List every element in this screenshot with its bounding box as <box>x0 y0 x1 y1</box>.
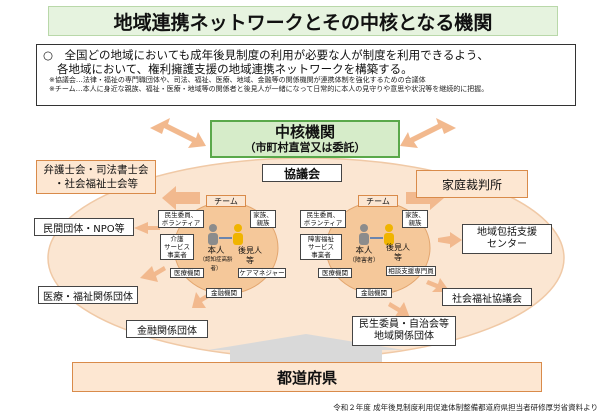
prefecture-up-arrow <box>208 334 404 362</box>
team-left-person-1: 本人 <box>207 246 225 256</box>
team-left-family-1: 家族、 <box>253 211 273 219</box>
team-left-family: 家族、 親族 <box>250 210 276 228</box>
team-left-welfare: 民生委員、 ボランティア <box>158 210 204 228</box>
team-left-label: チーム <box>206 195 246 207</box>
core-subtitle: （市町村直営又は委託） <box>244 141 366 154</box>
team-right-person-1: 本人 <box>355 246 373 256</box>
team-right-welfare: 民生委員、 ボランティア <box>300 210 346 228</box>
family-court: 家庭裁判所 <box>416 170 528 198</box>
person-right-body <box>359 233 369 245</box>
person-left-head <box>209 224 217 232</box>
team-left-person-2: （認知症高齢者） <box>199 257 233 272</box>
finance-org: 金融関係団体 <box>126 320 208 338</box>
core-title: 中核機関 <box>274 123 335 141</box>
team-right-care: 障害福祉 サービス 事業者 <box>300 234 342 260</box>
team-left-manager: ケアマネジャー <box>238 268 286 278</box>
team-right-family-2: 親族 <box>408 219 422 227</box>
arrow-center <box>438 232 462 248</box>
arrow-core-left <box>162 186 200 210</box>
intro-box: ○ 全国どの地域においても成年後見制度の利用が必要な人が制度を利用できるよう、 … <box>36 44 576 106</box>
lawyers-line-1: 弁護士会・司法書士会 <box>43 164 149 176</box>
npo-org: 民間団体・NPO等 <box>34 218 134 236</box>
medical-org: 医療・福祉関係団体 <box>38 286 138 304</box>
page-title: 地域連携ネットワークとその中核となる機関 <box>48 6 558 36</box>
team-right-welfare-2: ボランティア <box>303 219 343 227</box>
commissioners-org: 民生委員・自治会等 地域関係団体 <box>352 316 456 346</box>
team-right-guardian-1: 後見人 <box>386 243 410 252</box>
center-line-2: センター <box>487 239 527 250</box>
team-left-welfare-1: 民生委員、 <box>164 211 198 219</box>
team-right-care-3: 事業者 <box>311 251 331 259</box>
lawyers-org: 弁護士会・司法書士会 ・社会福祉士会等 <box>36 160 156 194</box>
team-left-care-1: 介護 <box>170 235 184 243</box>
center-line-1: 地域包括支援 <box>477 227 537 238</box>
arrow-top-left <box>150 118 206 148</box>
core-institution: 中核機関 （市町村直営又は委託） <box>210 120 400 158</box>
team-left-guardian: 後見人 等 <box>236 246 264 266</box>
team-right-welfare-1: 民生委員、 <box>306 211 340 219</box>
team-left-welfare-2: ボランティア <box>161 219 201 227</box>
intro-line-2: 各地域において、権利擁護支援の地域連携ネットワークを構築する。 <box>57 62 413 76</box>
team-right-person-2: （障害者） <box>348 257 379 264</box>
guardian-left-body <box>233 233 243 245</box>
arrow-medical <box>140 266 166 282</box>
team-left-person: 本人 （認知症高齢者） <box>196 247 236 274</box>
team-right-guardian-2: 等 <box>394 253 402 262</box>
team-right-label: チーム <box>358 195 398 207</box>
team-left-bank: 金融機関 <box>206 288 242 298</box>
arrow-npo <box>134 222 160 234</box>
team-left-care-2: サービス <box>164 243 190 251</box>
guardian-right-body <box>384 233 394 245</box>
council-box: 協議会 <box>262 164 342 182</box>
team-left-guardian-2: 等 <box>246 256 254 265</box>
intro-line-1: ○ 全国どの地域においても成年後見制度の利用が必要な人が制度を利用できるよう、 <box>43 48 489 62</box>
team-right-care-2: サービス <box>308 243 334 251</box>
team-right-guardian: 後見人 等 <box>384 243 412 263</box>
arrow-top-right <box>400 118 456 148</box>
intro-note-2: ※チーム…本人に身近な親族、福祉・医療・地域等の関係者と後見人が一緒になって日常… <box>49 85 489 93</box>
guardian-right-head <box>385 224 393 232</box>
team-right-family: 家族、 親族 <box>402 210 428 228</box>
team-left-care-3: 事業者 <box>167 251 187 259</box>
commissioners-line-2: 地域関係団体 <box>374 331 434 342</box>
source-note: 令和２年度 成年後見制度利用促進体制整備都道府県担当者研修厚労省資料より <box>333 403 598 412</box>
team-left-hospital: 医療機関 <box>170 268 204 278</box>
lawyers-line-2: ・社会福祉士会等 <box>54 178 138 190</box>
team-left-guardian-1: 後見人 <box>238 246 262 255</box>
team-left-care: 介護 サービス 事業者 <box>160 234 194 260</box>
team-right-family-1: 家族、 <box>405 211 425 219</box>
commissioners-line-1: 民生委員・自治会等 <box>359 319 449 330</box>
team-right-person: 本人 （障害者） <box>346 247 382 265</box>
team-left-family-2: 親族 <box>256 219 270 227</box>
team-right-bank: 金融機関 <box>356 288 392 298</box>
person-left-body <box>208 233 218 245</box>
team-right-care-1: 障害福祉 <box>308 235 334 243</box>
prefecture-box: 都道府県 <box>72 362 542 392</box>
guardian-left-head <box>234 224 242 232</box>
social-welfare-council: 社会福祉協議会 <box>442 288 532 306</box>
arrow-commissioners <box>388 302 410 318</box>
person-right-head <box>360 224 368 232</box>
team-right-hospital: 医療機関 <box>318 268 352 278</box>
team-right-consult: 相談支援専門員 <box>386 266 436 276</box>
intro-note-1: ※協議会…法律・福祉の専門職団体や、司法、福祉、医療、地域、金融等の関係機関が連… <box>49 76 426 84</box>
community-center: 地域包括支援 センター <box>462 224 552 254</box>
